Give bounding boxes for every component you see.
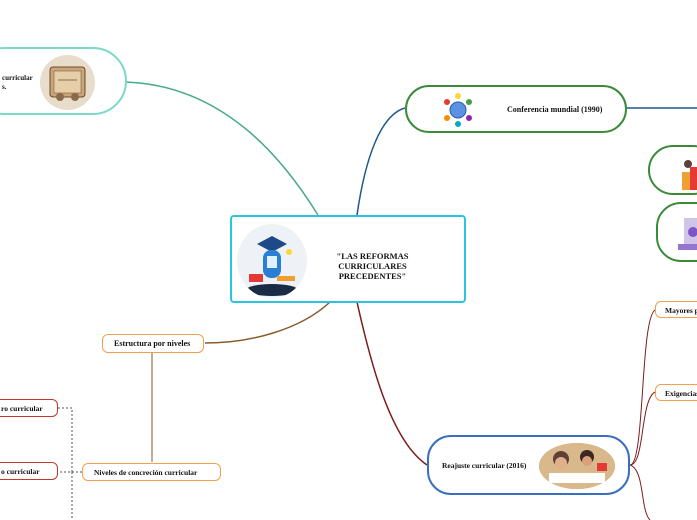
left-item-2-label: o curricular [1, 467, 40, 476]
niveles-node[interactable]: Niveles de concreción curricular [82, 463, 221, 481]
niveles-label: Niveles de concreción curricular [94, 468, 198, 477]
un-logo-icon [441, 93, 475, 127]
right-image-node-2[interactable] [656, 202, 697, 262]
left-top-label-line2: s. [2, 83, 7, 91]
exigencias-node[interactable]: Exigencias [655, 384, 697, 401]
central-title: "LAS REFORMAS CURRICULARES PRECEDENTES" [336, 251, 409, 281]
children-classroom-photo [539, 443, 615, 489]
exigencias-label: Exigencias [665, 389, 697, 398]
conferencia-node[interactable]: Conferencia mundial (1990) [405, 85, 627, 133]
reajuste-label: Reajuste curricular (2016) [442, 461, 527, 470]
graduation-illustration [237, 224, 307, 298]
constitution-book-illustration [40, 55, 95, 110]
estructura-node[interactable]: Estructura por niveles [102, 334, 204, 353]
left-item-1[interactable]: ro curricular [0, 399, 58, 417]
right-image-node-1[interactable] [648, 145, 697, 195]
left-item-1-label: ro curricular [1, 404, 43, 413]
left-top-node[interactable]: curricular s. [0, 47, 127, 115]
left-item-2[interactable]: o curricular [0, 462, 58, 480]
stacked-books-illustration [682, 160, 697, 190]
reajuste-node[interactable]: Reajuste curricular (2016) [427, 435, 630, 495]
mayores-node[interactable]: Mayores p [655, 301, 697, 318]
student-illustration [678, 218, 697, 250]
estructura-label: Estructura por niveles [114, 339, 191, 348]
central-node[interactable]: "LAS REFORMAS CURRICULARES PRECEDENTES" [230, 215, 466, 303]
conferencia-label: Conferencia mundial (1990) [507, 105, 603, 114]
mayores-label: Mayores p [665, 306, 697, 315]
left-top-label-line1: curricular [2, 74, 33, 82]
